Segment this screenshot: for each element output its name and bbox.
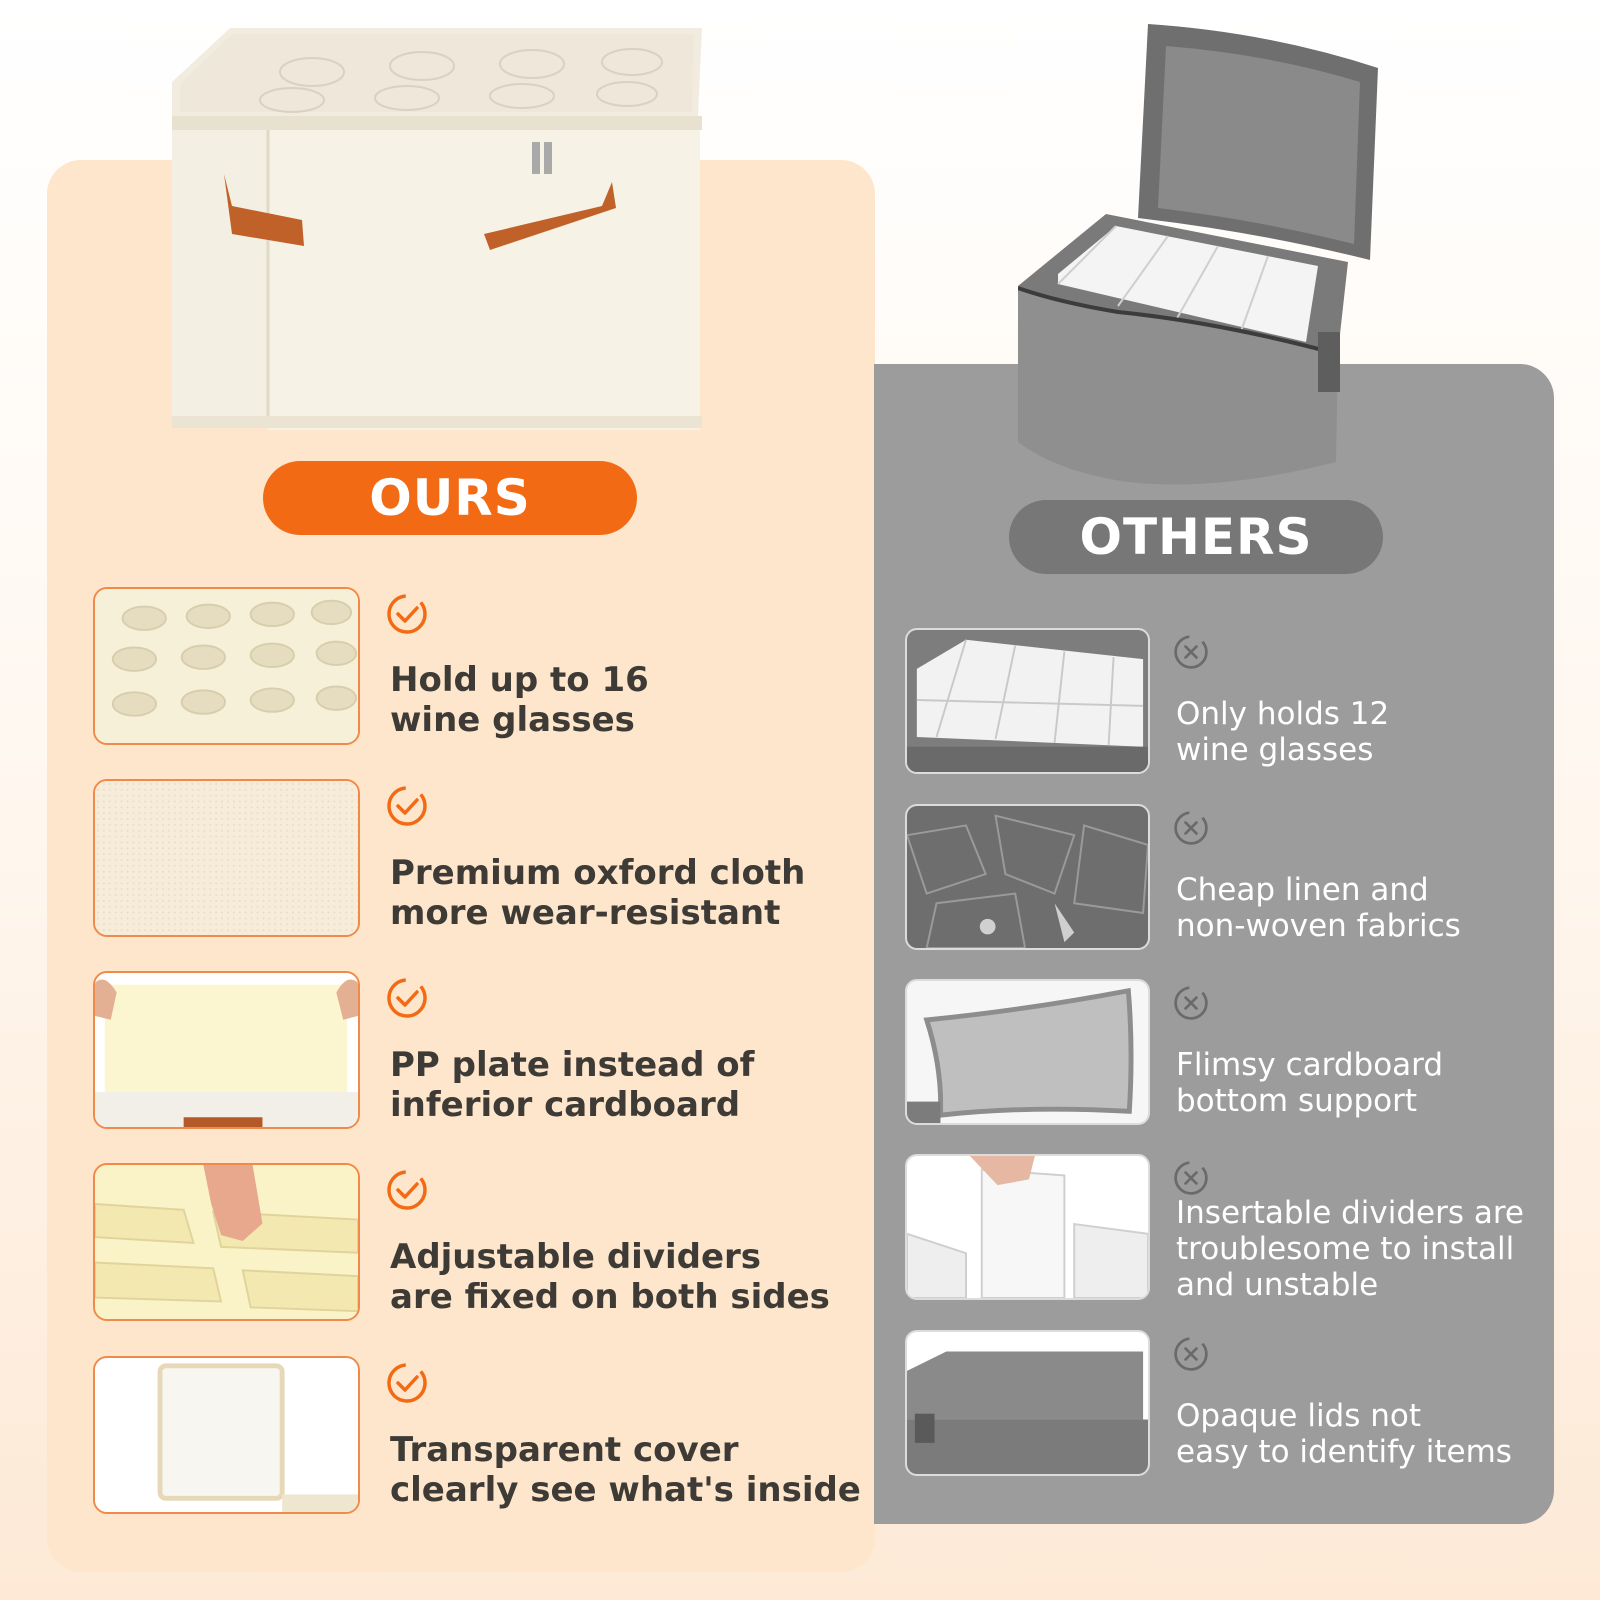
others-thumb-flimsy-bottom — [905, 979, 1150, 1125]
others-label-badge: OTHERS — [1009, 500, 1383, 574]
ours-feature-text-1: Hold up to 16 wine glasses — [390, 660, 649, 741]
ours-label-badge: OURS — [263, 461, 637, 535]
ours-feature-text-5: Transparent cover clearly see what's ins… — [390, 1430, 861, 1511]
ours-thumb-glass-grid — [93, 587, 360, 745]
x-circle-icon — [1172, 633, 1210, 671]
ours-thumb-pp-plate — [93, 971, 360, 1129]
ours-feature-text-3: PP plate instead of inferior cardboard — [390, 1045, 755, 1126]
others-thumb-linen-fabric — [905, 804, 1150, 950]
x-circle-icon — [1172, 1335, 1210, 1373]
others-feature-text-2: Cheap linen and non-woven fabrics — [1176, 872, 1461, 944]
ours-feature-text-4: Adjustable dividers are fixed on both si… — [390, 1237, 830, 1318]
others-feature-text-3: Flimsy cardboard bottom support — [1176, 1047, 1444, 1119]
others-thumb-insert-dividers — [905, 1154, 1150, 1300]
ours-product-image — [172, 24, 712, 432]
x-circle-icon — [1172, 1159, 1210, 1197]
check-circle-icon — [386, 1169, 428, 1211]
ours-feature-text-2: Premium oxford cloth more wear-resistant — [390, 853, 806, 934]
check-circle-icon — [386, 593, 428, 635]
check-circle-icon — [386, 785, 428, 827]
others-feature-text-5: Opaque lids not easy to identify items — [1176, 1398, 1512, 1470]
x-circle-icon — [1172, 809, 1210, 847]
ours-thumb-dividers — [93, 1163, 360, 1321]
others-thumb-opaque-lid — [905, 1330, 1150, 1476]
ours-thumb-oxford-cloth — [93, 779, 360, 937]
others-thumb-12-slot — [905, 628, 1150, 774]
ours-thumb-transparent-cover — [93, 1356, 360, 1514]
x-circle-icon — [1172, 984, 1210, 1022]
others-feature-text-1: Only holds 12 wine glasses — [1176, 696, 1390, 768]
check-circle-icon — [386, 1362, 428, 1404]
check-circle-icon — [386, 977, 428, 1019]
others-product-image — [1017, 22, 1412, 502]
others-feature-text-4: Insertable dividers are troublesome to i… — [1176, 1195, 1525, 1303]
